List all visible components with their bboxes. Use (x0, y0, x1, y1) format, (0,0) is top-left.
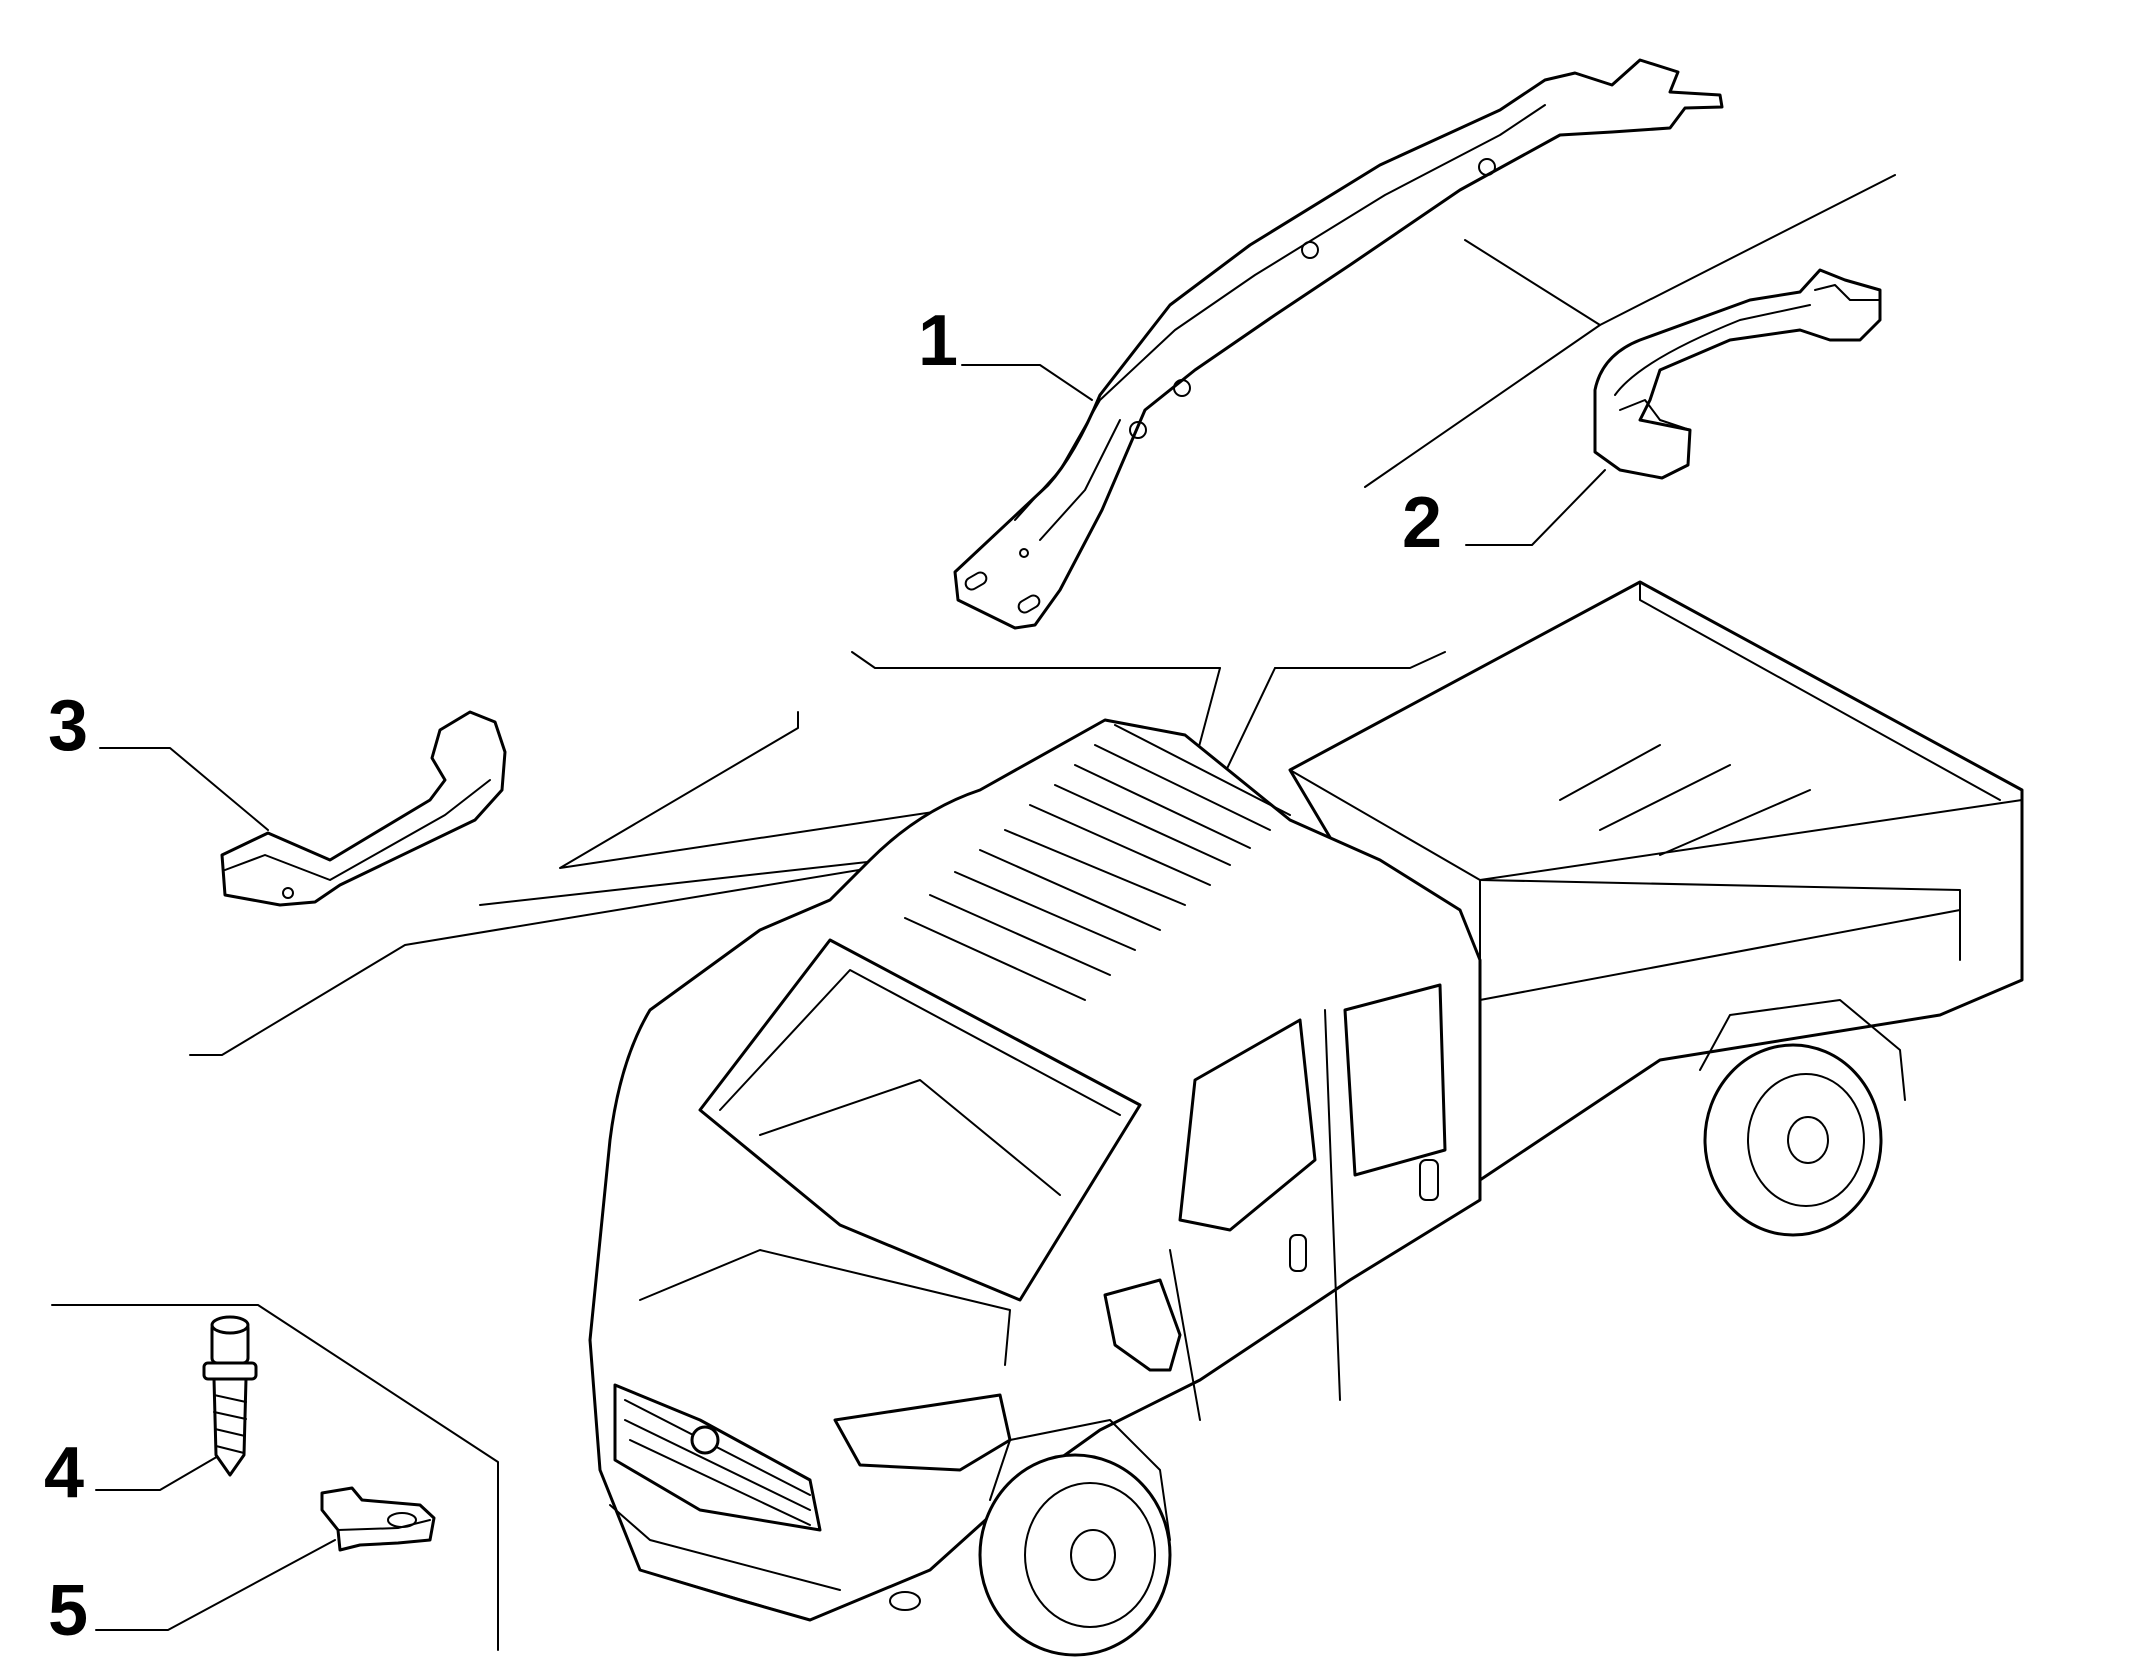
rear-door-window (1343, 983, 1447, 1177)
screw-part[interactable] (202, 1315, 258, 1477)
leader-bracket-bottom (1364, 324, 1601, 488)
rear-wheel-rim (1747, 1073, 1865, 1207)
leader-2 (1465, 469, 1606, 546)
callout-4-label[interactable]: 4 (44, 1433, 84, 1513)
bracket-flange (1614, 304, 1811, 396)
windshield (698, 938, 1142, 1302)
rear-wheel-hub (1787, 1116, 1829, 1164)
leader-handle-1 (559, 711, 1081, 869)
cargo-bed-side (1479, 879, 1961, 961)
windshield-interior-detail (719, 969, 1121, 1196)
front-wheel-hub (1070, 1529, 1116, 1581)
screw-thread (213, 1394, 247, 1454)
leader-3 (99, 747, 269, 831)
front-side-window (1178, 1018, 1317, 1232)
crossmember-slot-1 (964, 571, 988, 591)
callout-5-label[interactable]: 5 (48, 1571, 88, 1651)
brand-badge-icon (690, 1425, 720, 1455)
screw-washer (202, 1361, 258, 1381)
crossmember-flange (1014, 104, 1546, 521)
grab-handle-part[interactable] (220, 710, 507, 907)
vehicle-drawing (588, 580, 2024, 1657)
grille-slats (624, 1399, 811, 1526)
leader-roof-frame-top2 (1274, 651, 1446, 669)
rear-fender (1699, 999, 1906, 1101)
headlight (833, 1393, 1012, 1472)
cargo-bed-floor-grooves (1559, 744, 1811, 856)
roof-bow-bracket-part[interactable] (1593, 268, 1882, 480)
roof-crossmember-part[interactable] (953, 58, 1724, 630)
clip-nut-part[interactable] (320, 1486, 436, 1552)
front-wheel-arch (989, 1419, 1171, 1541)
clip-fold (337, 1519, 431, 1531)
leader-handle-3 (189, 849, 981, 1056)
screw-head-top (210, 1315, 250, 1335)
crossmember-nut-3 (1301, 241, 1319, 259)
screw-shank (212, 1377, 248, 1477)
cargo-bed-side-rib (1479, 909, 1961, 1001)
bracket-foot-right (1814, 284, 1881, 301)
roof-ribs (904, 724, 1291, 1001)
rear-door-handle (1419, 1159, 1439, 1201)
leader-4 (95, 1454, 221, 1491)
fog-light (889, 1591, 921, 1611)
crossmember-nut-2 (1173, 379, 1191, 397)
crossmember-hole (1019, 548, 1029, 558)
crossmember-body (953, 58, 1724, 630)
callout-3-label[interactable]: 3 (48, 686, 88, 766)
front-door-handle (1289, 1234, 1307, 1272)
leader-fasteners-box (51, 1304, 499, 1651)
hood-line (639, 1249, 1011, 1366)
crossmember-slot-2 (1017, 594, 1041, 614)
handle-body (220, 710, 507, 907)
handle-screw-hole (282, 887, 294, 899)
callout-2-label[interactable]: 2 (1402, 483, 1442, 563)
leader-roof-frame-top (851, 651, 1221, 669)
crossmember-rib (1039, 419, 1121, 541)
front-bumper (609, 1504, 841, 1621)
front-wheel-rim (1024, 1482, 1156, 1628)
front-wheel (978, 1453, 1172, 1657)
clip-body (320, 1486, 436, 1552)
crossmember-nut-1 (1129, 421, 1147, 439)
crossmember-nut-4 (1478, 158, 1496, 176)
rear-wheel (1703, 1043, 1883, 1237)
bracket-foot-left (1619, 399, 1691, 431)
cargo-bed-rear-wall (1639, 581, 2001, 801)
side-mirror (1103, 1278, 1182, 1372)
handle-edge (224, 779, 491, 881)
leader-5 (95, 1539, 336, 1631)
leader-1 (961, 364, 1093, 401)
door-seams (1169, 1009, 1341, 1421)
callout-1-label[interactable]: 1 (918, 301, 958, 381)
